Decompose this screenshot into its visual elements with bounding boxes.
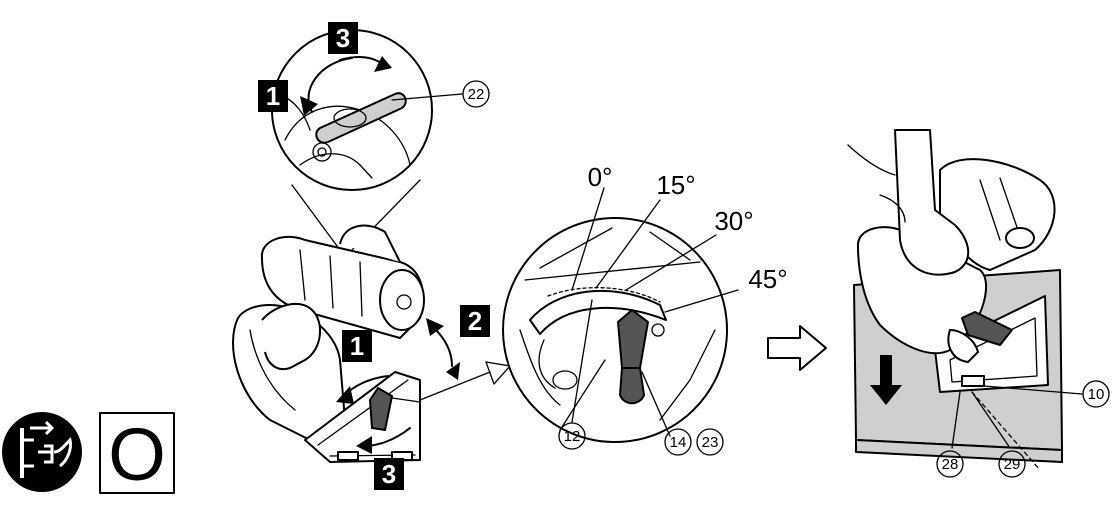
callout-29: 29 [998, 450, 1026, 478]
angle-0-label: 0° [588, 162, 613, 192]
angle-15-label: 15° [656, 170, 695, 200]
bevel-scale-inset [502, 187, 739, 443]
switch-off-letter: O [108, 413, 166, 496]
step-1-lower-label: 1 [350, 331, 364, 361]
step-3-lower-label: 3 [382, 459, 396, 489]
open-arrow-icon [767, 325, 827, 371]
leader-to-scale [419, 361, 511, 401]
callout-22-label: 22 [468, 86, 485, 103]
bevel-scale-icon [529, 286, 667, 390]
angle-30-label: 30° [714, 206, 753, 236]
callout-10: 10 [1082, 380, 1110, 408]
lever-handle-icon [315, 92, 407, 144]
step-3-label: 3 [336, 23, 350, 53]
tilt-arrow [426, 318, 460, 380]
angle-45-label: 45° [748, 264, 787, 294]
callout-14: 14 [664, 428, 692, 456]
disconnect-plug-icon [2, 412, 82, 492]
bevel-lock-knob-icon [617, 309, 665, 405]
step-1-label: 1 [266, 81, 280, 111]
step-3-badge: 3 [328, 22, 358, 54]
push-down-arrow-icon [870, 355, 902, 405]
callout-14-label: 14 [670, 434, 687, 451]
callout-10-label: 10 [1088, 386, 1105, 403]
switch-off-symbol: O [99, 412, 175, 496]
lever-detail-inset [271, 29, 463, 251]
step-1-badge: 1 [258, 80, 288, 112]
callout-29-label: 29 [1004, 456, 1021, 473]
callout-28-label: 28 [942, 456, 959, 473]
callout-12-label: 12 [564, 428, 581, 445]
step-2-badge: 2 [460, 305, 490, 337]
callout-12: 12 [558, 422, 586, 450]
callout-22: 22 [462, 80, 490, 108]
saw-on-workpiece-illustration [847, 129, 1083, 471]
step-2-label: 2 [468, 306, 482, 336]
callout-23: 23 [696, 428, 724, 456]
callout-28: 28 [936, 450, 964, 478]
callout-23-label: 23 [702, 434, 719, 451]
step-1-badge-lower: 1 [342, 330, 372, 362]
tilted-saw-illustration [232, 224, 425, 463]
step-3-badge-lower: 3 [374, 458, 404, 490]
